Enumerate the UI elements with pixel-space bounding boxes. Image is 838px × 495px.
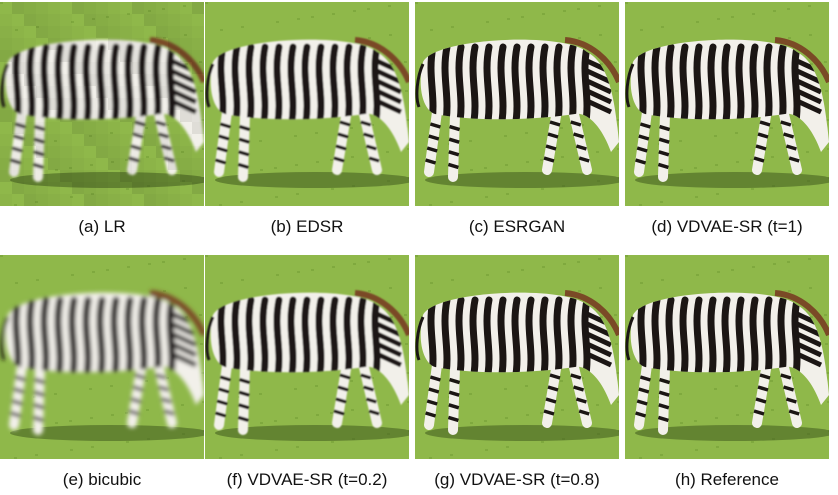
zebra-image-vdvae-t1: [625, 2, 829, 206]
zebra-illustration: [415, 2, 619, 206]
zebra-illustration: [415, 255, 619, 459]
zebra-image-vdvae-t08: [415, 255, 619, 459]
caption-a: (a) LR: [78, 217, 126, 236]
caption-e: (e) bicubic: [62, 470, 142, 489]
zebra-illustration: [0, 2, 204, 206]
zebra-image-reference: [625, 255, 829, 459]
caption-f: (f) VDVAE-SR (t=0.2): [226, 470, 388, 489]
zebra-image-vdvae-t02: [205, 255, 409, 459]
caption-d: (d) VDVAE-SR (t=1): [651, 217, 803, 236]
zebra-image-bicubic: [0, 255, 204, 459]
zebra-image-esrgan: [415, 2, 619, 206]
caption-h: (h) Reference: [675, 470, 779, 489]
zebra-illustration: [205, 2, 409, 206]
zebra-image-edsr: [205, 2, 409, 206]
zebra-illustration: [205, 255, 409, 459]
zebra-illustration: [625, 2, 829, 206]
caption-b: (b) EDSR: [270, 217, 344, 236]
zebra-image-lr: [0, 2, 204, 206]
caption-c: (c) ESRGAN: [468, 217, 566, 236]
zebra-illustration: [0, 255, 204, 459]
zebra-illustration: [625, 255, 829, 459]
caption-g: (g) VDVAE-SR (t=0.8): [434, 470, 600, 489]
